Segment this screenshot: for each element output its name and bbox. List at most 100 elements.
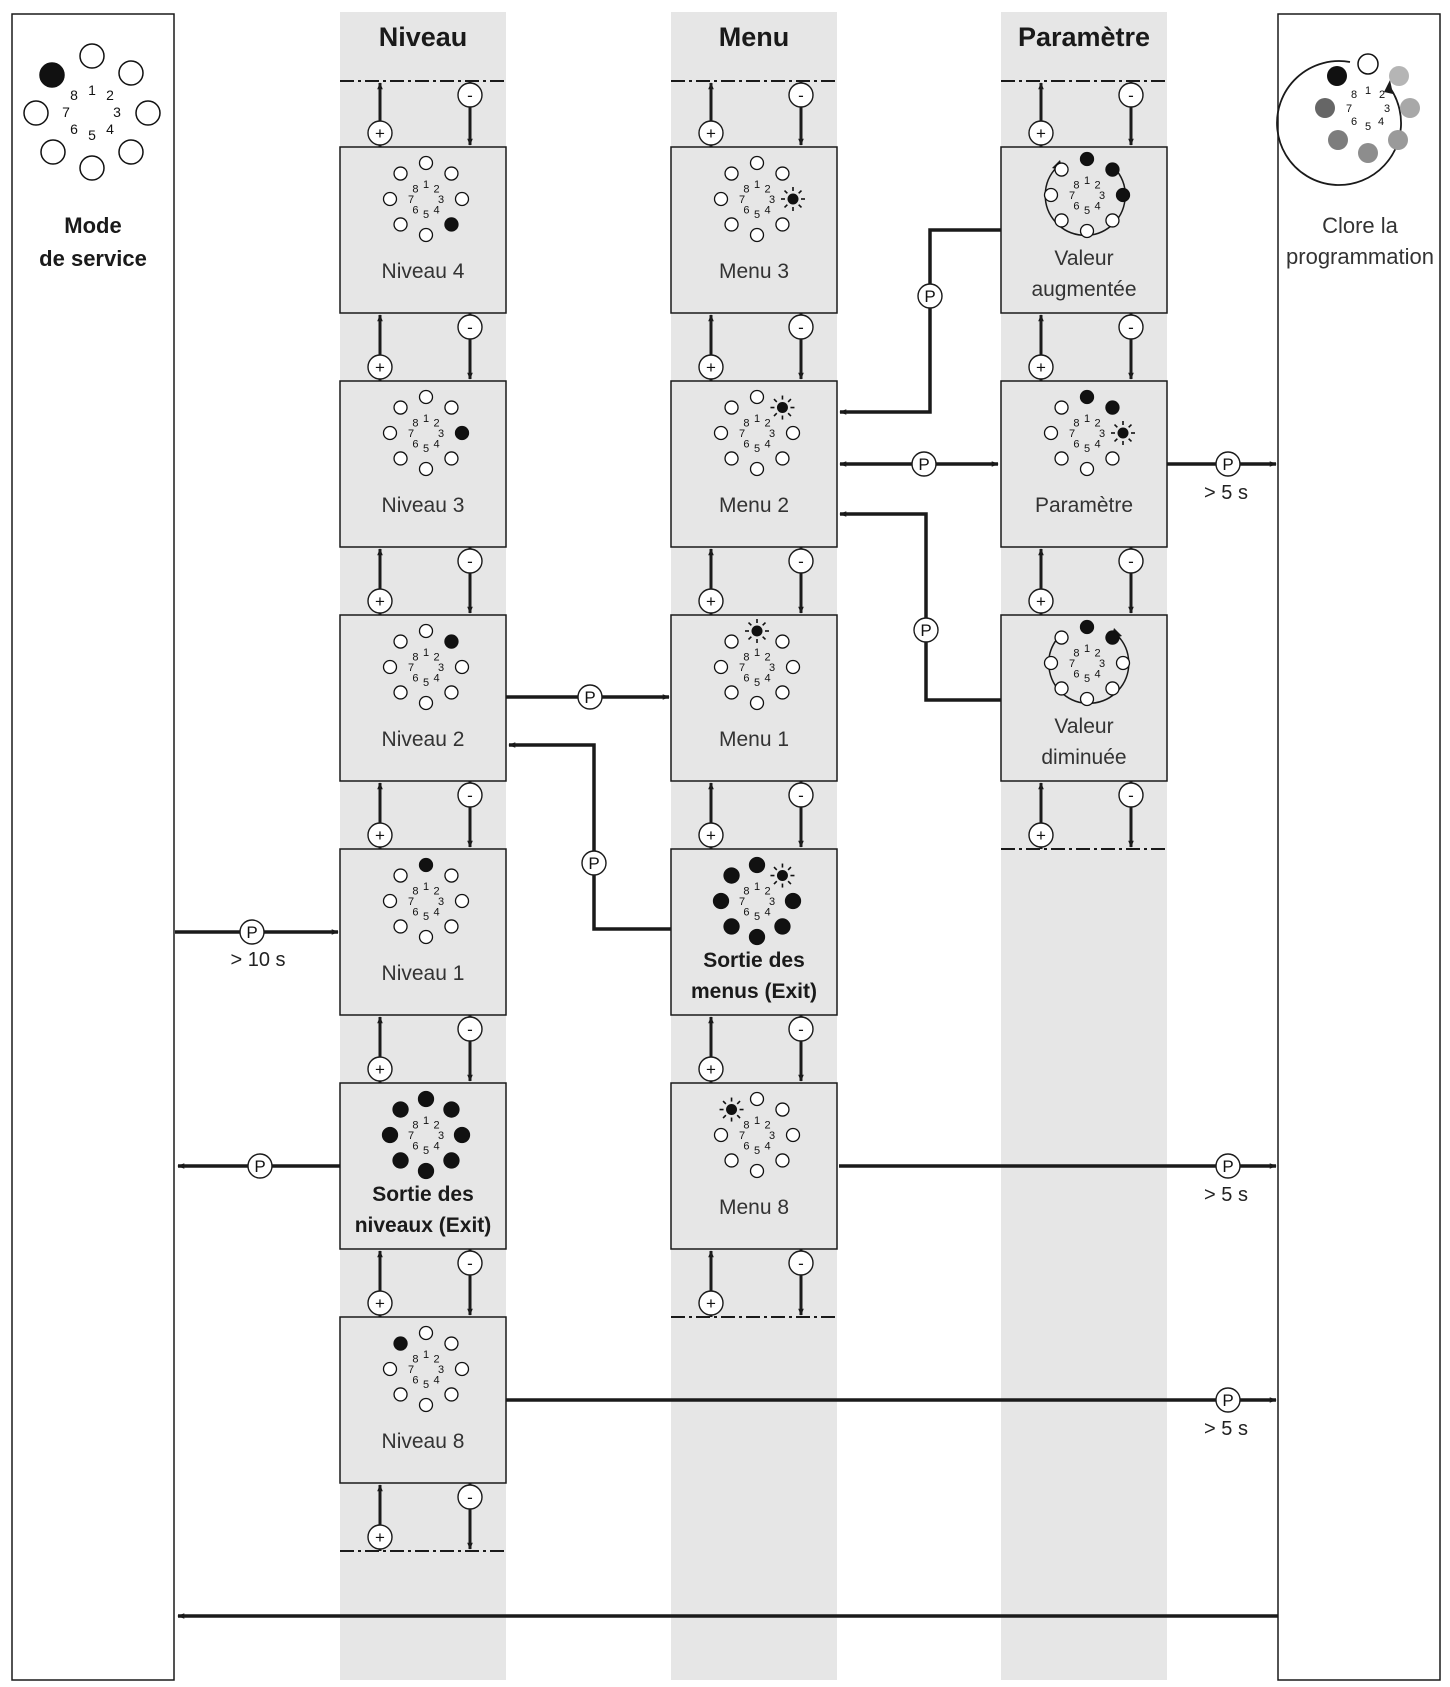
svg-text:-: - [467,1254,473,1273]
led-number: 4 [434,907,440,919]
led-2 [444,166,459,181]
led-4 [775,685,790,700]
plus-button-icon: + [1028,588,1054,614]
led-number: 2 [765,885,771,897]
led-number: 2 [1095,417,1101,429]
led-7 [713,659,729,675]
led-3 [785,1127,801,1143]
sortie-niveaux-box-label: Sortie des [372,1183,474,1206]
led-number: 2 [434,1353,440,1365]
led-4 [1388,130,1408,150]
led-7 [1043,187,1059,203]
led-number: 7 [408,428,414,440]
column-title-parametre: Paramètre [1018,22,1150,52]
led-number: 5 [754,209,760,221]
led-3 [454,1361,470,1377]
svg-text:-: - [467,1020,473,1039]
valeur-augmentee-box-label: Valeur [1054,247,1113,270]
svg-text:+: + [706,1060,716,1079]
led-number: 7 [739,662,745,674]
minus-button-icon: - [788,782,814,808]
led-5 [418,695,434,711]
led-4 [118,139,144,165]
led-5 [749,461,765,477]
svg-text:P: P [584,688,595,707]
plus-button-icon: + [367,1524,393,1550]
led-4 [444,1387,459,1402]
led-1 [1079,151,1095,167]
led-number: 1 [423,1349,429,1361]
led-number: 7 [1069,428,1075,440]
plus-button-icon: + [367,822,393,848]
led-number: 2 [765,1119,771,1131]
led-number: 1 [1084,643,1090,655]
minus-button-icon: - [1118,548,1144,574]
led-number: 4 [765,439,771,451]
led-7 [382,191,398,207]
led-1 [749,389,765,405]
led-1 [749,1091,765,1107]
svg-text:-: - [1128,318,1134,337]
led-number: 6 [743,205,749,217]
led-4 [1105,451,1120,466]
led-number: 1 [423,881,429,893]
led-number: 1 [423,1115,429,1127]
led-number: 1 [1084,175,1090,187]
led-6 [723,918,740,935]
svg-text:-: - [798,318,804,337]
led-4 [1105,681,1120,696]
led-number: 4 [765,1141,771,1153]
led-6 [1328,130,1348,150]
svg-text:P: P [920,621,931,640]
svg-text:6: 6 [1351,116,1357,128]
svg-text:-: - [467,786,473,805]
svg-text:+: + [375,358,385,377]
led-2 [118,60,144,86]
minus-button-icon: - [457,782,483,808]
menu-2-box-label: Menu 2 [719,494,789,517]
led-4 [774,918,791,935]
svg-text:P: P [1222,1157,1233,1176]
mode-de-service-label-1: Mode [64,213,121,238]
led-3 [785,659,801,675]
led-4 [775,217,790,232]
svg-text:-: - [467,318,473,337]
navigation-buttons: +-+-+-+-+-+-+-+-+-+-+-+-+-+-+-+-+-PPPPPP… [239,80,1241,1552]
led-7 [713,425,729,441]
led-number: 7 [408,194,414,206]
led-4 [444,217,459,232]
led-number: 5 [423,1379,429,1391]
led-3 [1115,187,1131,203]
led-4 [775,1153,790,1168]
minus-button-icon: - [788,314,814,340]
led-6 [1054,213,1069,228]
led-number: 6 [1073,201,1079,213]
p-button-icon: P [911,451,937,477]
clore-programmation-led-ring: 1 2 3 4 5 6 7 8 [1276,53,1420,186]
led-number: 6 [743,1141,749,1153]
sortie-menus-box-label: Sortie des [703,949,805,972]
svg-text:+: + [706,826,716,845]
led-number: 6 [412,1141,418,1153]
led-6 [393,451,408,466]
led-7 [382,893,398,909]
plus-button-icon: + [367,354,393,380]
plus-button-icon: + [698,120,724,146]
led-number: 2 [1095,647,1101,659]
plus-button-icon: + [698,1056,724,1082]
led-1 [418,857,434,873]
led-6 [393,685,408,700]
minus-button-icon: - [788,1016,814,1042]
led-number: 1 [754,647,760,659]
led-number: 7 [408,896,414,908]
minus-button-icon: - [457,1484,483,1510]
led-7 [713,191,729,207]
led-1 [1357,53,1379,75]
led-number: 6 [743,673,749,685]
clore-programmation-panel [1277,13,1441,1681]
niveau-1-box-label: Niveau 1 [382,962,465,985]
svg-text:+: + [375,826,385,845]
p-button-icon: P [1215,451,1241,477]
